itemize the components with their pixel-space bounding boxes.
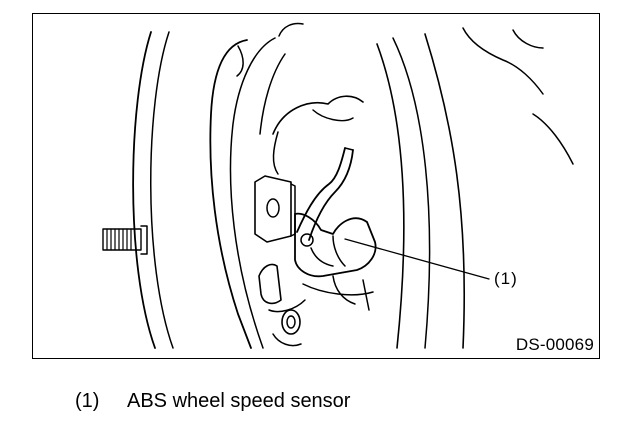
backing-plate-inner bbox=[229, 37, 276, 349]
rotor-outer-edge bbox=[132, 31, 156, 349]
knuckle-body bbox=[272, 95, 364, 135]
legend-item: (1) ABS wheel speed sensor bbox=[75, 390, 350, 413]
sensor-cable bbox=[296, 147, 354, 241]
abs-sensor-illustration bbox=[102, 22, 574, 349]
housing-curve-3 bbox=[424, 33, 466, 349]
rotor-inner-edge bbox=[150, 31, 174, 349]
backing-plate-rim bbox=[278, 22, 304, 37]
legend-ref: (1) bbox=[75, 390, 100, 412]
callout-label-1: (1) bbox=[494, 269, 518, 288]
housing-curve-1 bbox=[376, 43, 405, 349]
callout-leader-line bbox=[344, 238, 490, 280]
housing-curve-2 bbox=[392, 37, 431, 349]
mount-bolt bbox=[254, 175, 296, 243]
lower-flange bbox=[258, 263, 374, 347]
legend-text: ABS wheel speed sensor bbox=[127, 390, 351, 412]
backing-plate-outer bbox=[209, 39, 252, 349]
wheel-stud bbox=[102, 225, 148, 255]
illustration-frame: (1) DS-00069 bbox=[32, 13, 600, 359]
abs-sensor-body bbox=[294, 212, 377, 278]
figure-code: DS-00069 bbox=[515, 335, 594, 354]
